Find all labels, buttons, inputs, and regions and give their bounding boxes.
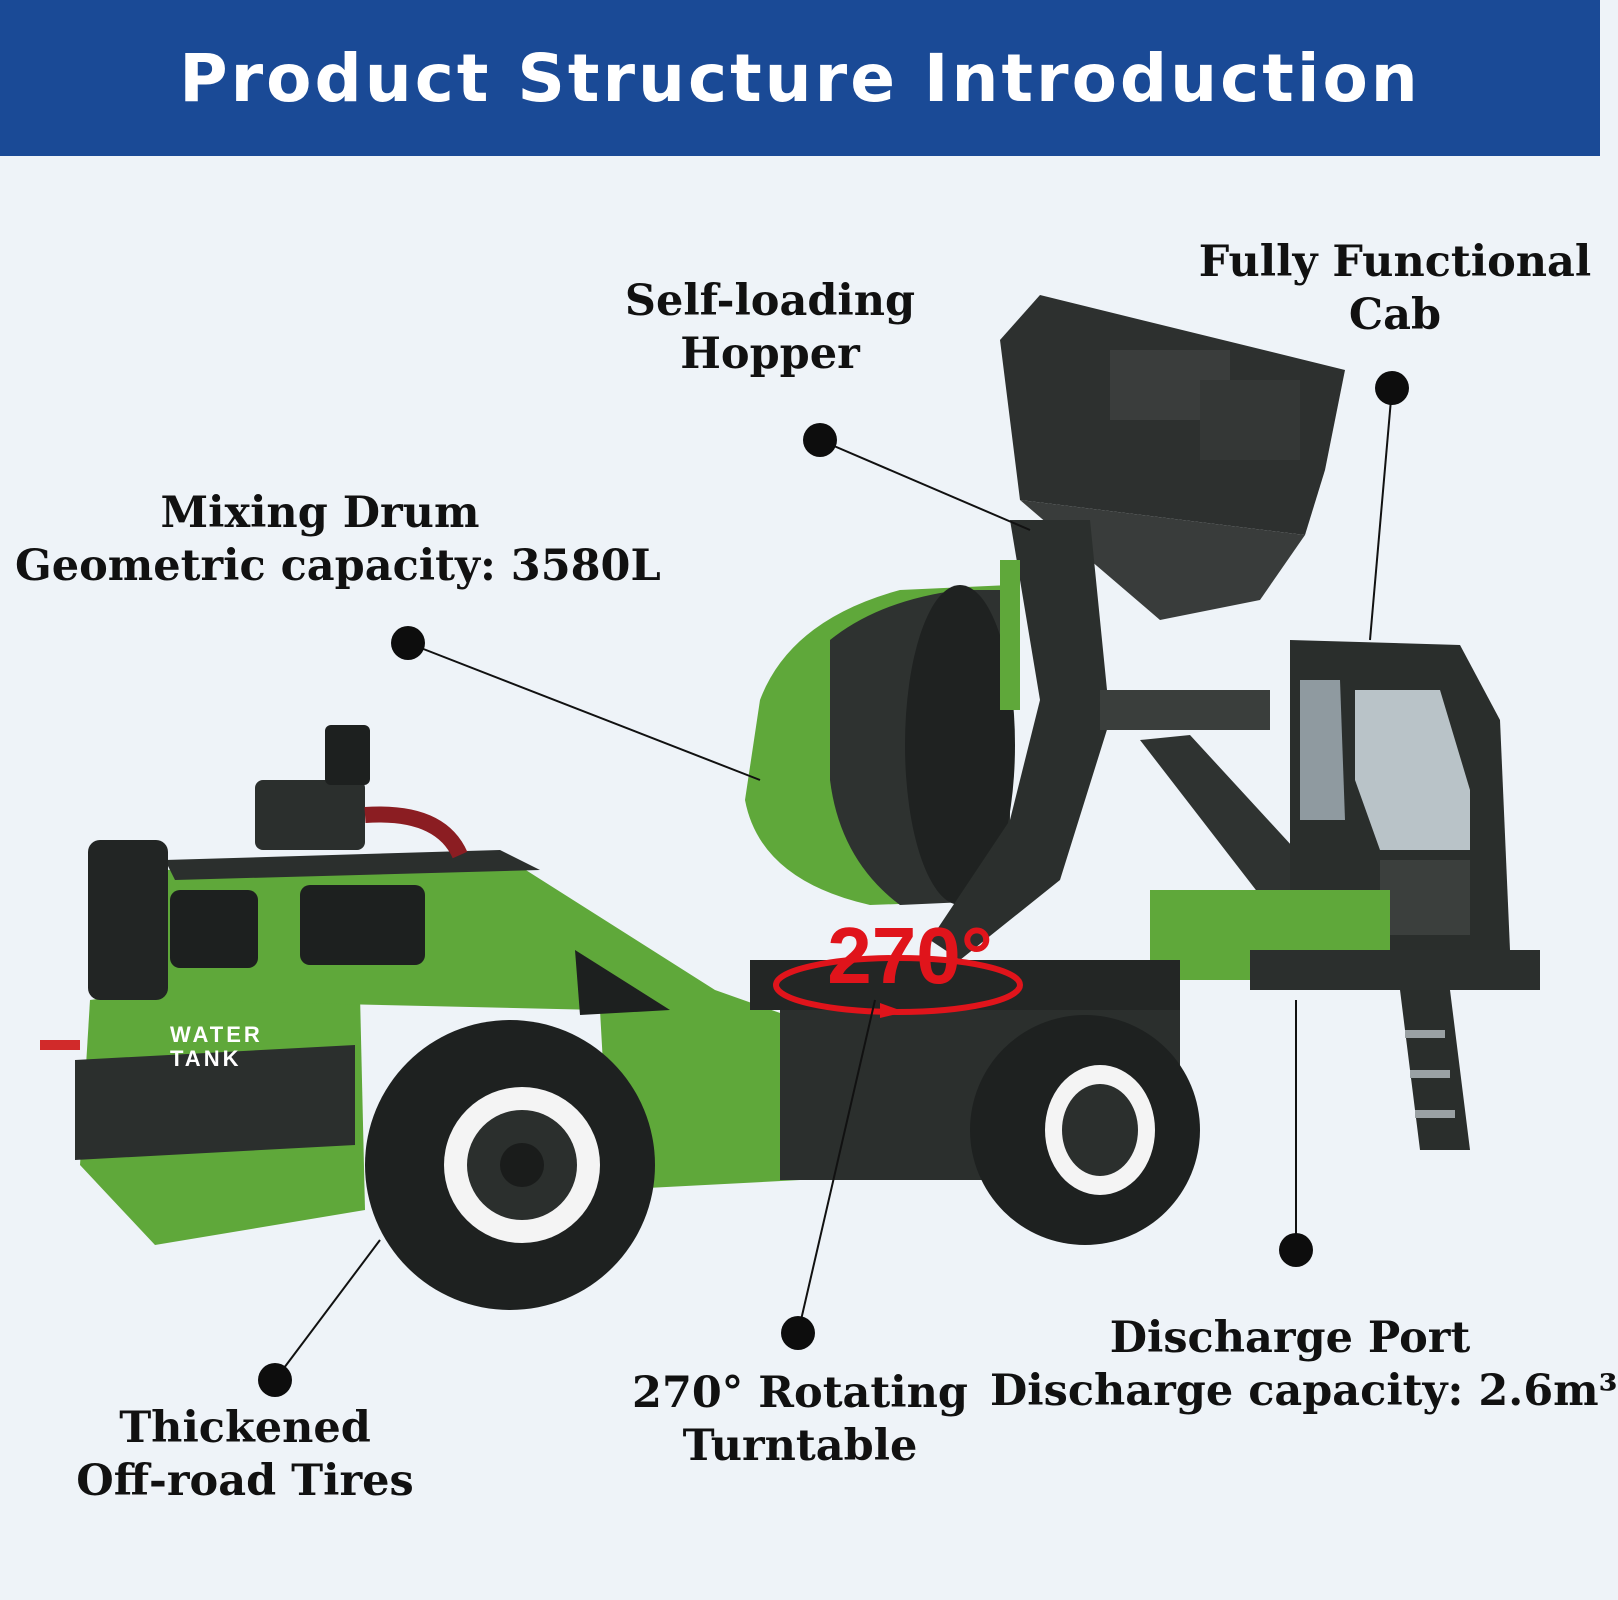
- drum-callout-line2: Geometric capacity: 3580L: [15, 541, 661, 591]
- tires-callout: Thickened Off-road Tires: [60, 1402, 430, 1508]
- callout-leaders: [274, 387, 1393, 1381]
- cab-callout-line2: Cab: [1348, 290, 1442, 340]
- front-wheel: [970, 1015, 1200, 1245]
- turntable-callout-line2: Turntable: [682, 1421, 918, 1471]
- discharge-callout-line2: Discharge capacity: 2.6m³: [990, 1366, 1618, 1416]
- header-banner: Product Structure Introduction: [0, 0, 1600, 156]
- hopper-callout: Self-loading Hopper: [600, 275, 940, 381]
- tires-callout-dot: [258, 1363, 292, 1397]
- hopper: [1000, 295, 1345, 620]
- tires-callout-line1: Thickened: [119, 1403, 371, 1453]
- discharge-callout: Discharge Port Discharge capacity: 2.6m³: [990, 1312, 1618, 1418]
- hopper-callout-line2: Hopper: [680, 329, 860, 379]
- hopper-callout-line1: Self-loading: [624, 276, 916, 326]
- mixing-drum: [745, 585, 1015, 905]
- drum-callout-line1: Mixing Drum: [160, 488, 480, 538]
- drum-callout: Mixing Drum Geometric capacity: 3580L: [15, 487, 661, 593]
- page-title: Product Structure Introduction: [179, 39, 1421, 117]
- cab-callout-line1: Fully Functional: [1198, 237, 1592, 287]
- loader-arm: [930, 520, 1270, 960]
- turntable-callout: 270° Rotating Turntable: [630, 1367, 970, 1473]
- water-tank-label-line2: TANK: [170, 1046, 241, 1071]
- turntable-callout-dot: [781, 1316, 815, 1350]
- rotation-indicator: 270°: [773, 911, 1023, 1018]
- rotation-degree-label: 270°: [827, 911, 992, 1000]
- drum-callout-dot: [391, 626, 425, 660]
- discharge-callout-line1: Discharge Port: [1109, 1313, 1471, 1363]
- rear-wheel: [365, 1020, 655, 1310]
- tires-callout-line2: Off-road Tires: [76, 1456, 414, 1506]
- discharge-callout-dot: [1279, 1233, 1313, 1267]
- cab-callout-dot: [1375, 371, 1409, 405]
- cab: [1150, 640, 1540, 1150]
- cab-callout: Fully Functional Cab: [1195, 236, 1595, 342]
- hopper-callout-dot: [803, 423, 837, 457]
- water-tank-label-line1: WATER: [170, 1022, 263, 1047]
- turntable-callout-line1: 270° Rotating: [632, 1368, 968, 1418]
